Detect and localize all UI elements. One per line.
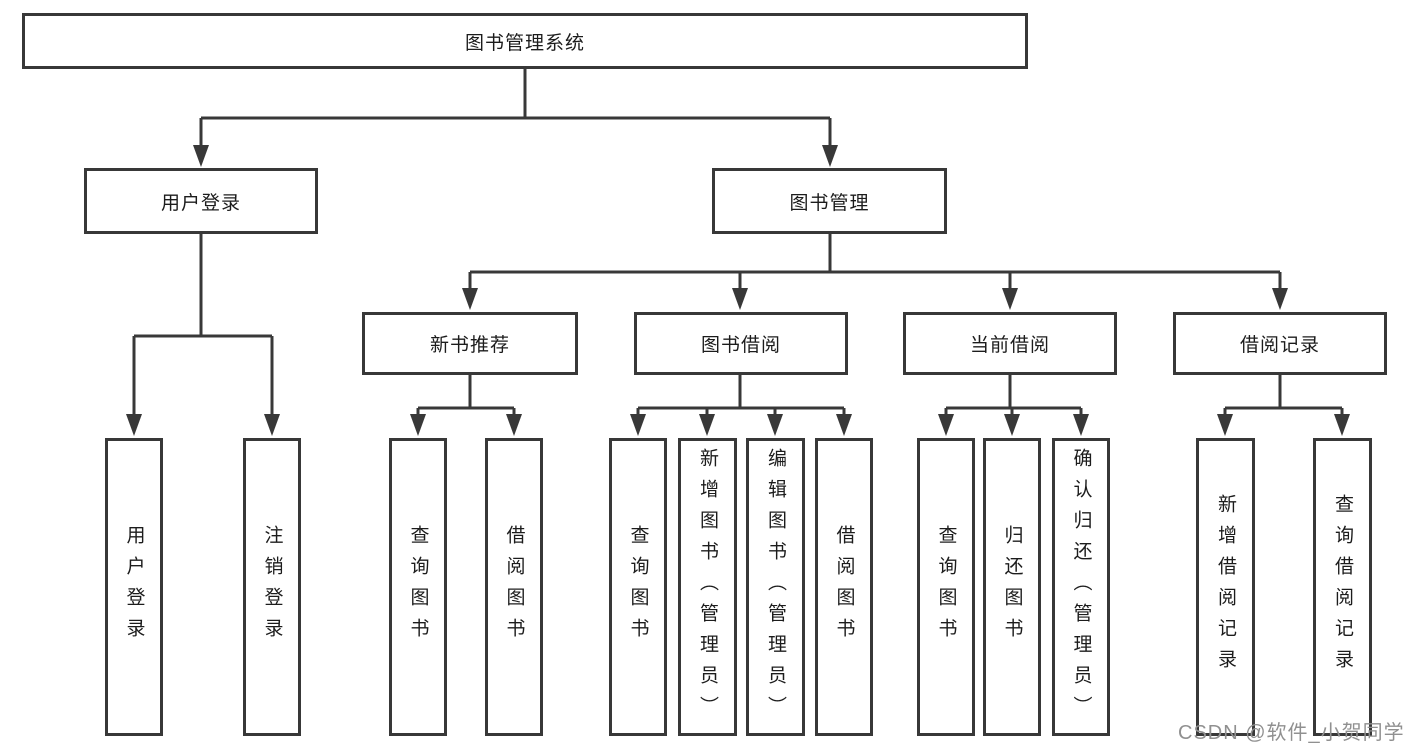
node-borrow-records: 借阅记录 (1173, 312, 1387, 375)
watermark: CSDN @软件_小贺同学 (1178, 722, 1405, 744)
node-library-system: 图书管理系统 (22, 13, 1028, 69)
leaf-edit-book-admin: 编辑图书（管理员） (746, 438, 805, 736)
leaf-query-books-borrowing: 查询图书 (609, 438, 667, 736)
leaf-label: 新增图书（管理员） (697, 447, 718, 727)
leaf-label: 借阅图书 (503, 525, 525, 649)
leaf-label: 归还图书 (1001, 525, 1023, 649)
node-book-borrowing: 图书借阅 (634, 312, 848, 375)
leaf-label: 查询图书 (935, 525, 957, 649)
leaf-add-borrow-record: 新增借阅记录 (1196, 438, 1255, 736)
node-label: 用户登录 (160, 192, 241, 214)
leaf-label: 查询借阅记录 (1332, 494, 1353, 680)
leaf-return-books: 归还图书 (983, 438, 1041, 736)
node-label: 图书借阅 (700, 335, 781, 356)
leaf-label: 借阅图书 (833, 525, 855, 649)
leaf-query-borrow-record: 查询借阅记录 (1313, 438, 1372, 736)
node-current-borrowing: 当前借阅 (903, 312, 1117, 375)
leaf-label: 用户登录 (123, 525, 145, 649)
leaf-label: 新增借阅记录 (1215, 494, 1236, 680)
leaf-borrow-books: 借阅图书 (815, 438, 873, 736)
leaf-query-books-recommend: 查询图书 (389, 438, 447, 736)
node-label: 借阅记录 (1239, 335, 1320, 356)
leaf-user-login: 用户登录 (105, 438, 163, 736)
node-label: 图书管理 (789, 192, 870, 214)
leaf-add-book-admin: 新增图书（管理员） (678, 438, 737, 736)
leaf-label: 查询图书 (407, 525, 429, 649)
leaf-query-books-current: 查询图书 (917, 438, 975, 736)
node-book-management: 图书管理 (712, 168, 947, 234)
leaf-label: 编辑图书（管理员） (765, 447, 786, 727)
leaf-label: 查询图书 (627, 525, 649, 649)
leaf-label: 注销登录 (261, 525, 283, 649)
node-new-book-recommend: 新书推荐 (362, 312, 578, 375)
leaf-confirm-return-admin: 确认归还（管理员） (1052, 438, 1110, 736)
leaf-logout: 注销登录 (243, 438, 301, 736)
node-label: 新书推荐 (429, 335, 510, 356)
node-label: 图书管理系统 (464, 32, 585, 54)
leaf-borrow-books-recommend: 借阅图书 (485, 438, 543, 736)
node-label: 当前借阅 (969, 335, 1050, 356)
node-user-login: 用户登录 (84, 168, 318, 234)
leaf-label: 确认归还（管理员） (1070, 447, 1092, 727)
